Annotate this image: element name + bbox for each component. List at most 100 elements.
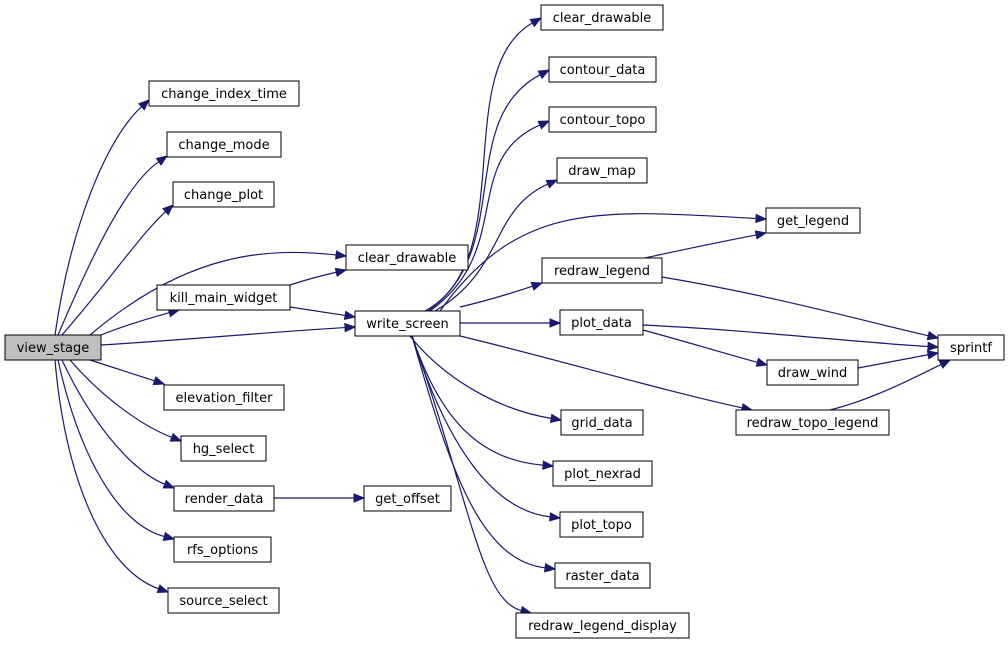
edge-line bbox=[642, 329, 758, 363]
node-label: hg_select bbox=[193, 442, 255, 457]
node-box bbox=[556, 157, 648, 184]
edge-line bbox=[644, 234, 757, 259]
node-redraw_legend[interactable]: redraw_legend bbox=[541, 257, 663, 284]
arrowhead-icon bbox=[549, 413, 563, 423]
edge-line bbox=[89, 251, 337, 336]
node-box bbox=[766, 359, 859, 386]
node-label: write_screen bbox=[366, 317, 448, 332]
edge-redraw_topo_legend-to-sprintf bbox=[829, 359, 952, 411]
node-box bbox=[156, 284, 291, 311]
node-clear_drawable_b[interactable]: clear_drawable bbox=[540, 4, 664, 31]
node-box bbox=[354, 310, 461, 337]
arrowhead-icon bbox=[344, 322, 357, 333]
edge-plot_data-to-sprintf bbox=[642, 324, 940, 352]
arrowhead-icon bbox=[335, 250, 348, 260]
node-plot_data[interactable]: plot_data bbox=[559, 309, 644, 336]
node-plot_nexrad[interactable]: plot_nexrad bbox=[552, 460, 653, 487]
edge-view_stage-to-elevation_filter bbox=[89, 359, 166, 386]
node-elevation_filter[interactable]: elevation_filter bbox=[163, 384, 285, 411]
edge-view_stage-to-write_screen bbox=[100, 322, 357, 346]
edge-redraw_legend-to-get_legend bbox=[644, 230, 768, 259]
node-label: grid_data bbox=[571, 416, 632, 431]
node-get_legend[interactable]: get_legend bbox=[765, 207, 861, 234]
node-box bbox=[541, 257, 663, 284]
arrowhead-icon bbox=[549, 318, 562, 328]
edge-line bbox=[429, 124, 541, 312]
node-change_index_time[interactable]: change_index_time bbox=[148, 80, 300, 107]
arrowhead-icon bbox=[938, 359, 952, 369]
node-clear_drawable_a[interactable]: clear_drawable bbox=[345, 244, 469, 271]
edge-line bbox=[661, 276, 929, 337]
edge-write_screen-to-contour_topo bbox=[429, 120, 551, 312]
node-contour_topo[interactable]: contour_topo bbox=[548, 106, 657, 133]
node-plot_topo[interactable]: plot_topo bbox=[559, 511, 644, 538]
node-label: get_offset bbox=[375, 492, 440, 507]
edge-line bbox=[439, 213, 757, 312]
arrowhead-icon bbox=[926, 350, 940, 360]
node-box bbox=[4, 334, 102, 361]
edge-write_screen-to-contour_data bbox=[427, 69, 551, 312]
node-view_stage[interactable]: view_stage bbox=[4, 334, 102, 361]
node-label: sprintf bbox=[950, 341, 992, 356]
node-label: change_index_time bbox=[161, 87, 287, 102]
edge-line bbox=[69, 359, 172, 438]
node-draw_wind[interactable]: draw_wind bbox=[766, 359, 859, 386]
node-grid_data[interactable]: grid_data bbox=[560, 409, 644, 436]
arrowhead-icon bbox=[343, 310, 357, 321]
node-label: clear_drawable bbox=[553, 11, 652, 26]
node-box bbox=[559, 511, 644, 538]
node-box bbox=[548, 56, 657, 83]
node-redraw_topo_legend[interactable]: redraw_topo_legend bbox=[735, 409, 890, 436]
arrowhead-icon bbox=[162, 479, 176, 489]
node-redraw_legend_display[interactable]: redraw_legend_display bbox=[515, 612, 690, 639]
node-label: change_mode bbox=[178, 138, 269, 153]
edge-redraw_legend-to-sprintf bbox=[661, 276, 940, 341]
edge-write_screen-to-redraw_topo_legend bbox=[459, 335, 754, 413]
node-source_select[interactable]: source_select bbox=[167, 587, 280, 614]
edge-line bbox=[57, 161, 160, 336]
arrowhead-icon bbox=[926, 331, 940, 341]
arrowhead-icon bbox=[162, 204, 174, 216]
arrowhead-icon bbox=[530, 281, 544, 291]
node-change_mode[interactable]: change_mode bbox=[166, 131, 282, 158]
node-write_screen[interactable]: write_screen bbox=[354, 310, 461, 337]
node-hg_select[interactable]: hg_select bbox=[180, 435, 267, 462]
node-sprintf[interactable]: sprintf bbox=[937, 334, 1005, 361]
node-box bbox=[148, 80, 300, 107]
arrowhead-icon bbox=[542, 460, 555, 470]
arrowhead-icon bbox=[529, 17, 543, 28]
node-box bbox=[172, 181, 275, 208]
node-box bbox=[173, 485, 275, 512]
arrowhead-icon bbox=[754, 230, 768, 240]
nodes-layer: view_stage change_index_time change_modech… bbox=[4, 4, 1005, 639]
node-box bbox=[166, 131, 282, 158]
node-label: redraw_legend bbox=[554, 264, 650, 279]
arrowhead-icon bbox=[334, 267, 348, 277]
edge-view_stage-to-source_select bbox=[54, 359, 170, 594]
node-contour_data[interactable]: contour_data bbox=[548, 56, 657, 83]
node-box bbox=[560, 409, 644, 436]
edge-line bbox=[857, 354, 929, 369]
edge-line bbox=[409, 335, 552, 419]
edge-line bbox=[411, 335, 544, 466]
edge-write_screen-to-draw_map bbox=[434, 179, 559, 312]
node-label: plot_nexrad bbox=[564, 467, 641, 482]
edge-view_stage-to-hg_select bbox=[69, 359, 183, 442]
node-rfs_options[interactable]: rfs_options bbox=[173, 536, 272, 563]
node-draw_map[interactable]: draw_map bbox=[556, 157, 648, 184]
edge-view_stage-to-change_mode bbox=[57, 155, 169, 336]
node-label: plot_topo bbox=[571, 518, 632, 533]
node-change_plot[interactable]: change_plot bbox=[172, 181, 275, 208]
node-box bbox=[554, 562, 651, 589]
edge-line bbox=[61, 359, 165, 485]
node-kill_main_widget[interactable]: kill_main_widget bbox=[156, 284, 291, 311]
node-raster_data[interactable]: raster_data bbox=[554, 562, 651, 589]
arrowhead-icon bbox=[152, 376, 166, 386]
edge-line bbox=[459, 285, 533, 308]
node-get_offset[interactable]: get_offset bbox=[363, 485, 452, 512]
node-label: contour_data bbox=[560, 63, 646, 78]
node-label: clear_drawable bbox=[358, 251, 457, 266]
node-render_data[interactable]: render_data bbox=[173, 485, 275, 512]
edge-line bbox=[57, 359, 165, 538]
arrowhead-icon bbox=[545, 179, 559, 189]
